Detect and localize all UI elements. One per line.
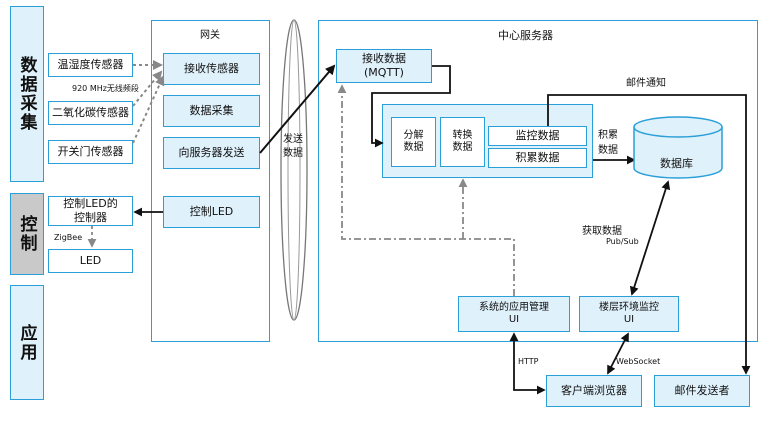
split-data: 分解 数据 <box>391 117 436 167</box>
system-app-management-ui: 系统的应用管理 UI <box>458 296 570 332</box>
client-browser: 客户端浏览器 <box>546 375 642 407</box>
arrow-mgmt-to-receive <box>337 84 515 296</box>
server-title: 中心服务器 <box>498 29 553 42</box>
arrow-receive-to-processing <box>371 65 451 148</box>
co2-sensor: 二氧化碳传感器 <box>48 101 133 125</box>
led-device: LED <box>48 249 133 273</box>
temp-humidity-sensor: 温湿度传感器 <box>48 53 133 77</box>
monitor-data: 监控数据 <box>488 126 587 146</box>
arrow-door-to-gateway <box>132 75 165 144</box>
arrow-monitor-to-mail <box>547 94 751 375</box>
convert-data: 转换 数据 <box>440 117 485 167</box>
receive-data-mqtt: 接收数据 (MQTT) <box>336 49 432 83</box>
side-control: 控制 <box>10 193 44 275</box>
wireless-band-label: 920 MHz无线频段 <box>72 84 139 93</box>
gateway-receive-sensor: 接收传感器 <box>163 53 260 85</box>
arrow-db-floor-ui <box>629 180 671 296</box>
transport-ellipse <box>280 19 308 321</box>
arrow-browser-floor-ws <box>607 332 629 375</box>
database-label: 数据库 <box>660 157 693 170</box>
mail-notify-label: 邮件通知 <box>626 78 666 89</box>
gateway-send-to-server: 向服务器发送 <box>163 137 260 169</box>
arrow-browser-mgmt-http <box>509 332 546 395</box>
zigbee-label: ZigBee <box>54 233 83 242</box>
websocket-label: WebSocket <box>616 357 661 366</box>
led-controller: 控制LED的 控制器 <box>48 196 133 226</box>
transport-ellipse-inner <box>287 19 301 321</box>
gateway-data-collect: 数据采集 <box>163 95 260 127</box>
transport-label: 发送 数据 <box>283 134 303 159</box>
accumulate-data: 积累数据 <box>488 148 587 168</box>
arrow-co2-to-gateway <box>132 70 163 107</box>
gateway-control-led: 控制LED <box>163 196 260 228</box>
arrow-gateway-to-server <box>259 64 336 154</box>
database-cylinder <box>633 116 723 179</box>
floor-environment-monitor-ui: 楼层环境监控 UI <box>579 296 679 332</box>
side-application: 应用 <box>10 285 44 400</box>
side-data-collect: 数据采集 <box>10 6 44 182</box>
gateway-title: 网关 <box>200 30 220 41</box>
door-sensor: 开关门传感器 <box>48 140 133 164</box>
mail-sender: 邮件发送者 <box>654 375 750 407</box>
pubsub-label: Pub/Sub <box>606 237 639 246</box>
accumulate-data-label: 积累 数据 <box>598 130 618 156</box>
fetch-data-label: 获取数据 <box>582 226 622 237</box>
